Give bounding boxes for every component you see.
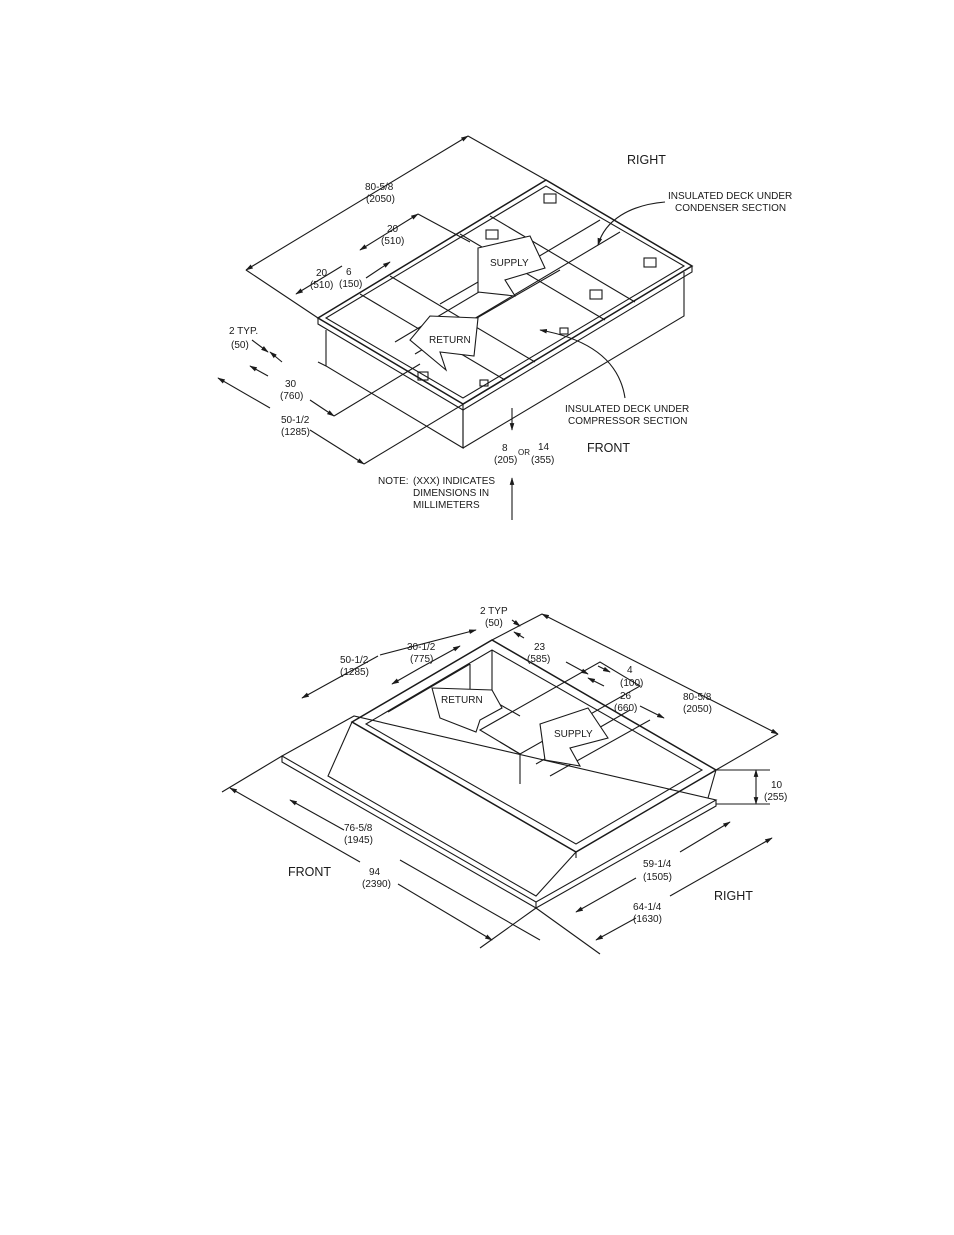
- bottom-dim-59-in: 59-1/4: [643, 859, 672, 870]
- bottom-dim-26-mm: (660): [614, 703, 637, 714]
- top-dim-20b-mm: (510): [310, 280, 333, 291]
- top-dim-80-mm: (2050): [366, 194, 395, 205]
- bottom-dim-23-mm: (585): [527, 654, 550, 665]
- bottom-dim-26-in: 26: [620, 691, 632, 702]
- top-deck-condenser-2: CONDENSER SECTION: [675, 203, 786, 214]
- top-deck-compressor-1: INSULATED DECK UNDER: [565, 404, 689, 415]
- bottom-dim-50-mm: (1285): [340, 667, 369, 678]
- top-dim-2-in: 2 TYP.: [229, 326, 258, 337]
- top-curb-wall-front: [317, 318, 464, 411]
- top-dim-8-mm: (205): [494, 455, 517, 466]
- top-dim-30-mm: (760): [280, 391, 303, 402]
- top-dim-or: OR: [518, 448, 530, 457]
- top-note-line-3: MILLIMETERS: [413, 500, 480, 511]
- top-dim-20a-mm: (510): [381, 236, 404, 247]
- bottom-dim-76-mm: (1945): [344, 835, 373, 846]
- bottom-dim-10-in: 10: [771, 780, 783, 791]
- bottom-dim-30-mm: (775): [410, 654, 433, 665]
- top-dim-50-in: 50-1/2: [281, 415, 310, 426]
- bottom-dim-23-in: 23: [534, 642, 546, 653]
- bottom-dim-4-in: 4: [627, 665, 633, 676]
- top-curb-isometric: SUPPLY RETURN RIGHT FRONT INSULA: [217, 135, 792, 520]
- top-right-label: RIGHT: [627, 153, 666, 167]
- top-dim-80-in: 80-5/8: [365, 182, 394, 193]
- top-dim-6-in: 6: [346, 267, 352, 278]
- bottom-dim-64-in: 64-1/4: [633, 902, 662, 913]
- top-supply-label: SUPPLY: [490, 258, 529, 269]
- bottom-dim-10-mm: (255): [764, 792, 787, 803]
- bottom-dim-94-mm: (2390): [362, 879, 391, 890]
- top-return-arrow-icon: [409, 315, 479, 372]
- top-front-label: FRONT: [587, 441, 630, 455]
- top-dim-20a-in: 20: [387, 224, 399, 235]
- top-note-label: NOTE:: [378, 476, 409, 487]
- top-dim-6-mm: (150): [339, 279, 362, 290]
- bottom-dim-80-in: 80-5/8: [683, 692, 712, 703]
- bottom-dim-94-in: 94: [369, 867, 381, 878]
- top-note-line-2: DIMENSIONS IN: [413, 488, 489, 499]
- bottom-dim-59-mm: (1505): [643, 872, 672, 883]
- top-dim-20b-in: 20: [316, 268, 328, 279]
- bottom-right-label: RIGHT: [714, 889, 753, 903]
- top-note-line-1: (XXX) INDICATES: [413, 476, 495, 487]
- bottom-supply-label: SUPPLY: [554, 729, 593, 740]
- bottom-dim-4-mm: (100): [620, 678, 643, 689]
- bottom-return-label: RETURN: [441, 695, 483, 706]
- top-deck-condenser-1: INSULATED DECK UNDER: [668, 191, 792, 202]
- bottom-dim-30-in: 30-1/2: [407, 642, 436, 653]
- top-dim-14-in: 14: [538, 442, 550, 453]
- bottom-dim-64-mm: (1630): [633, 914, 662, 925]
- top-dim-14-mm: (355): [531, 455, 554, 466]
- bottom-dim-80-mm: (2050): [683, 704, 712, 715]
- top-supply-arrow-icon: [477, 235, 546, 297]
- top-dim-30-in: 30: [285, 379, 297, 390]
- top-dim-2-mm: (50): [231, 340, 249, 351]
- top-dim-8-in: 8: [502, 443, 508, 454]
- bottom-front-label: FRONT: [288, 865, 331, 879]
- bottom-dim-76-in: 76-5/8: [344, 823, 373, 834]
- bottom-return-arrow-icon: [431, 687, 503, 733]
- top-dim-50-mm: (1285): [281, 427, 310, 438]
- top-return-label: RETURN: [429, 335, 471, 346]
- bottom-curb-isometric: RETURN SUPPLY RIGHT FRONT 2: [221, 606, 787, 955]
- top-deck-compressor-2: COMPRESSOR SECTION: [568, 416, 687, 427]
- bottom-dim-2-in: 2 TYP: [480, 606, 508, 617]
- bottom-dim-50-in: 50-1/2: [340, 655, 369, 666]
- bottom-dim-2-mm: (50): [485, 618, 503, 629]
